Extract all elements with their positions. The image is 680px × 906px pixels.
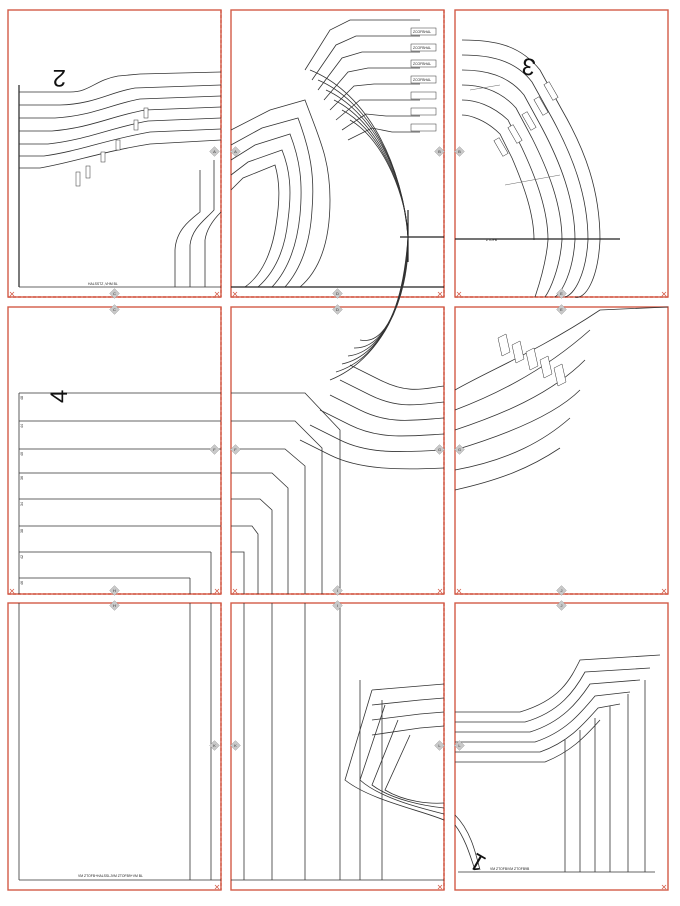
marker-f2: F: [230, 444, 241, 455]
svg-text:B: B: [438, 149, 441, 154]
piece-number-1: 1: [466, 847, 491, 877]
svg-text:D: D: [336, 307, 339, 312]
marker-i2: I: [332, 600, 343, 611]
marker-k2: K: [230, 740, 241, 751]
marker-h: H: [109, 585, 120, 596]
notch-label-3: ZCOFBHAL: [413, 62, 431, 66]
marker-d: D: [332, 288, 343, 299]
piece-3-lower: [454, 306, 669, 491]
tile-2-1: [7, 306, 222, 595]
svg-text:A: A: [213, 149, 216, 154]
svg-text:G: G: [458, 447, 461, 452]
svg-text:E: E: [560, 307, 563, 312]
tile-3-1: [7, 602, 222, 891]
svg-text:C: C: [113, 307, 116, 312]
marker-i: I: [332, 585, 343, 596]
svg-text:G: G: [438, 447, 441, 452]
sleeve-fan: [309, 69, 444, 381]
svg-text:L: L: [458, 743, 461, 748]
marker-k: K: [209, 740, 220, 751]
svg-text:J: J: [561, 588, 563, 593]
marker-g: G: [434, 444, 445, 455]
svg-text:B: B: [458, 149, 461, 154]
svg-text:C: C: [113, 291, 116, 296]
svg-text:42: 42: [20, 555, 24, 559]
piece-1-caption: VM ZTOFB/VM ZTOFB9B: [490, 867, 530, 871]
marker-f: F: [209, 444, 220, 455]
svg-text:I: I: [337, 588, 338, 593]
svg-text:H: H: [113, 588, 116, 593]
svg-text:44: 44: [20, 424, 24, 428]
svg-text:F: F: [234, 447, 237, 452]
tile-markers: A A B B C C D D E E F F G G H H I I J J …: [109, 146, 567, 751]
svg-text:46: 46: [20, 581, 24, 585]
piece-3-axis-label: ZTOFB: [486, 238, 498, 242]
piece-number-3: 3: [520, 52, 538, 81]
svg-text:38: 38: [20, 529, 24, 533]
piece-3: 3 ZTOFB: [455, 39, 620, 298]
piece-2-caption: HALSSTZ ,VHM BL: [88, 282, 118, 286]
bottom-center-verticals: [231, 603, 444, 881]
size-labels: 48 44 40 36 34 38 42 46: [20, 396, 24, 585]
shoulder-steps: ZCOFBHAL ZCOFBHAL ZCOFBHAL ZCOFBHAL: [304, 19, 437, 141]
piece-4-bottom: VM ZTOFB+HALSSLJVM ZTOFB9+VM BL: [18, 603, 221, 881]
marker-l: L: [434, 740, 445, 751]
notch-label-1: ZCOFBHAL: [413, 30, 431, 34]
corner-crosses: [9, 291, 667, 890]
piece-4: 4: [18, 390, 221, 594]
marker-e2: E: [556, 304, 567, 315]
svg-text:34: 34: [20, 502, 24, 506]
svg-text:H: H: [113, 603, 116, 608]
marker-a2: A: [230, 146, 241, 157]
marker-j: J: [556, 585, 567, 596]
svg-text:F: F: [213, 447, 216, 452]
svg-text:L: L: [438, 743, 441, 748]
piece-1: 1 VM ZTOFB/VM ZTOFB9B: [344, 654, 661, 877]
marker-e: E: [556, 288, 567, 299]
piece-2-armhole: [230, 99, 444, 288]
notch-label-2: ZCOFBHAL: [413, 46, 431, 50]
svg-text:A: A: [234, 149, 237, 154]
piece-2-neckline: 2 HALSSTZ ,VHM BL: [18, 64, 222, 288]
marker-j2: J: [556, 600, 567, 611]
svg-text:I: I: [337, 603, 338, 608]
marker-c2: C: [109, 304, 120, 315]
tile-1-2: [230, 9, 445, 298]
svg-text:K: K: [213, 743, 216, 748]
piece-number-4: 4: [46, 390, 73, 403]
marker-c: C: [109, 288, 120, 299]
svg-text:D: D: [336, 291, 339, 296]
svg-text:J: J: [561, 603, 563, 608]
notch-label-4: ZCOFBHAL: [413, 78, 431, 82]
marker-d2: D: [332, 304, 343, 315]
piece-4-corner: [231, 364, 445, 594]
svg-text:36: 36: [20, 476, 24, 480]
marker-l2: L: [454, 740, 465, 751]
marker-b: B: [434, 146, 445, 157]
tile-3-2: [230, 602, 445, 891]
tile-2-2: [230, 306, 445, 595]
svg-text:E: E: [560, 291, 563, 296]
piece-4-caption: VM ZTOFB+HALSSLJVM ZTOFB9+VM BL: [78, 874, 143, 878]
svg-text:K: K: [234, 743, 237, 748]
marker-a: A: [209, 146, 220, 157]
svg-text:48: 48: [20, 396, 24, 400]
tile-3-3: [454, 602, 669, 891]
tile-1-3: [454, 9, 669, 298]
tile-2-3: [454, 306, 669, 595]
marker-g2: G: [454, 444, 465, 455]
marker-b2: B: [454, 146, 465, 157]
piece-number-2: 2: [53, 64, 66, 91]
tile-1-1: [7, 9, 222, 298]
svg-text:40: 40: [20, 452, 24, 456]
marker-h2: H: [109, 600, 120, 611]
